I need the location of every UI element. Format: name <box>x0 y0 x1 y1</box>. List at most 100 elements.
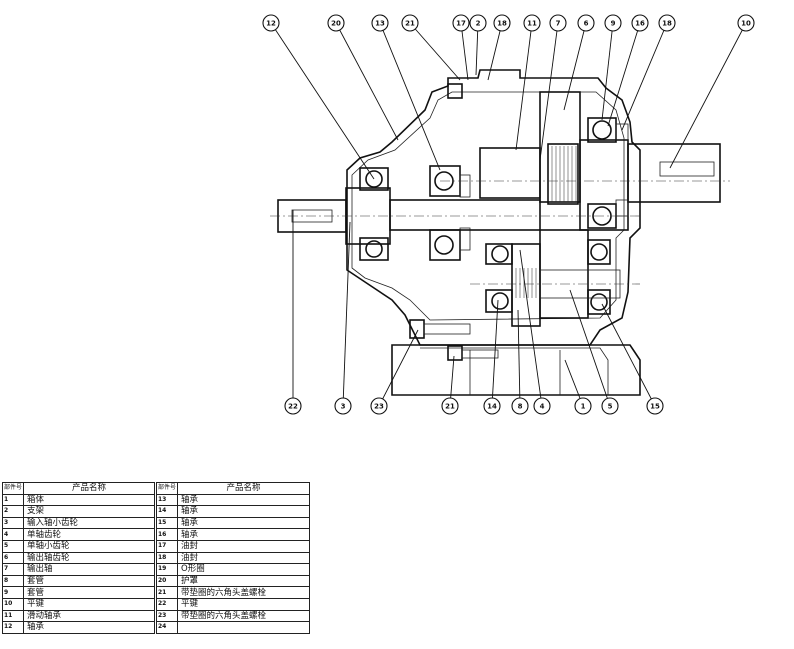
svg-text:6: 6 <box>584 20 589 28</box>
svg-text:21: 21 <box>405 20 415 28</box>
svg-text:13: 13 <box>375 20 385 28</box>
part-no: 5 <box>1 539 25 553</box>
svg-text:14: 14 <box>487 403 497 411</box>
callout-6: 6 <box>577 14 595 32</box>
gearbox-section-drawing: 12 20 13 21 17 2 18 11 7 6 9 16 18 10 22… <box>262 14 755 415</box>
callout-8: 8 <box>511 397 529 415</box>
callout-2: 2 <box>469 14 487 32</box>
part-name: 滑动轴承 <box>23 609 155 623</box>
callout-1: 1 <box>574 397 592 415</box>
part-no: 6 <box>1 551 25 565</box>
svg-text:4: 4 <box>540 403 545 411</box>
part-no: 15 <box>155 516 179 530</box>
leader-lines <box>270 22 747 407</box>
part-no: 21 <box>155 586 179 599</box>
callout-5: 5 <box>601 397 619 415</box>
callout-3: 3 <box>334 397 352 415</box>
gear-teeth-upper <box>551 146 577 202</box>
part-no: 9 <box>1 586 25 599</box>
part-no: 2 <box>1 505 25 518</box>
svg-text:23: 23 <box>374 403 384 411</box>
part-no: 20 <box>155 574 179 588</box>
part-name: 轴承 <box>177 516 310 530</box>
part-no: 3 <box>1 516 25 530</box>
part-name: 轴承 <box>23 621 155 634</box>
callout-16: 16 <box>631 14 649 32</box>
svg-text:22: 22 <box>288 403 298 411</box>
part-no: 24 <box>155 621 179 634</box>
part-no: 11 <box>1 609 25 623</box>
part-no: 14 <box>155 505 179 518</box>
callout-12-top: 12 <box>262 14 280 32</box>
svg-text:15: 15 <box>650 403 660 411</box>
callout-14: 14 <box>483 397 501 415</box>
svg-text:17: 17 <box>456 20 466 28</box>
part-name: 套管 <box>23 586 155 599</box>
part-name <box>177 621 310 634</box>
callout-11: 11 <box>523 14 541 32</box>
part-name: 油封 <box>177 539 310 553</box>
part-name: O形圈 <box>177 563 310 576</box>
svg-text:2: 2 <box>476 20 481 28</box>
part-name: 带垫圈的六角头盖螺栓 <box>177 586 310 599</box>
part-name: 套管 <box>23 574 155 588</box>
part-no: 12 <box>1 621 25 634</box>
part-no: 18 <box>155 551 179 565</box>
callout-23: 23 <box>370 397 388 415</box>
svg-text:20: 20 <box>331 20 341 28</box>
part-no: 16 <box>155 528 179 541</box>
part-no: 13 <box>155 493 179 507</box>
part-name: 输入轴小齿轮 <box>23 516 155 530</box>
svg-text:9: 9 <box>611 20 616 28</box>
callout-20: 20 <box>327 14 345 32</box>
svg-text:11: 11 <box>527 20 537 28</box>
callout-21-bottom: 21 <box>441 397 459 415</box>
callout-13: 13 <box>371 14 389 32</box>
part-no: 19 <box>155 563 179 576</box>
part-no: 4 <box>1 528 25 541</box>
part-name: 轴承 <box>177 493 310 507</box>
callout-21-top: 21 <box>401 14 419 32</box>
svg-text:3: 3 <box>341 403 346 411</box>
table-header-row: 部件号 产品名称 <box>1 482 155 495</box>
svg-text:18: 18 <box>497 20 507 28</box>
part-name: 输出轴 <box>23 563 155 576</box>
svg-text:8: 8 <box>518 403 523 411</box>
callout-10: 10 <box>737 14 755 32</box>
callout-18-right: 18 <box>658 14 676 32</box>
svg-text:12: 12 <box>266 20 276 28</box>
svg-text:16: 16 <box>635 20 645 28</box>
part-name: 支架 <box>23 505 155 518</box>
part-no: 22 <box>155 597 179 611</box>
part-name: 轴承 <box>177 528 310 541</box>
part-name: 单轴齿轮 <box>23 528 155 541</box>
svg-text:18: 18 <box>662 20 672 28</box>
callout-22: 22 <box>284 397 302 415</box>
header-part-no: 部件号 <box>155 482 179 495</box>
gearbox-body <box>270 69 730 396</box>
part-name: 平键 <box>177 597 310 611</box>
part-name: 轴承 <box>177 505 310 518</box>
part-no: 17 <box>155 539 179 553</box>
svg-text:10: 10 <box>741 20 751 28</box>
